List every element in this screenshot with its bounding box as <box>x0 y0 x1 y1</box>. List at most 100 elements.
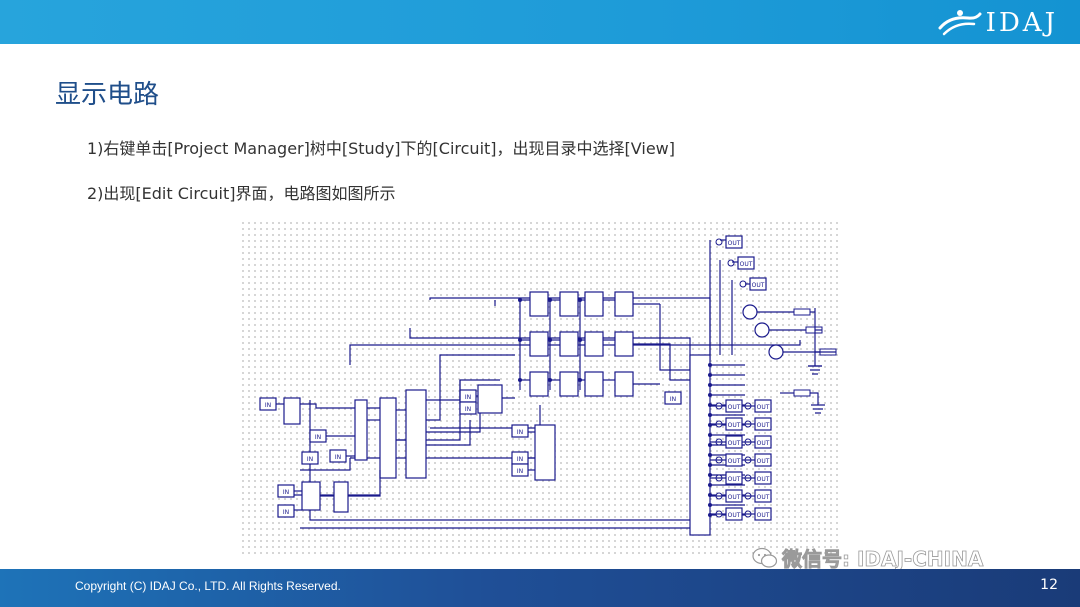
out-port-label: OUT <box>752 282 765 289</box>
circuit-node <box>708 483 712 487</box>
out-port-label: OUT <box>757 494 770 501</box>
current-source-icon <box>742 304 758 320</box>
circuit-diagram: IN IN IN IN IN IN IN IN IN IN IN IN OUT OUT OUT OUT OUT O… <box>240 220 840 556</box>
circuit-node <box>708 373 712 377</box>
current-source-icon <box>754 322 770 338</box>
in-port-label: IN <box>670 396 676 403</box>
in-port-label: IN <box>517 456 523 463</box>
circuit-wire <box>300 403 380 409</box>
in-port-label: IN <box>283 509 289 516</box>
out-port-box <box>725 235 743 249</box>
circuit-wire <box>810 392 819 405</box>
in-port-box <box>301 451 319 465</box>
circuit-node <box>708 503 712 507</box>
circuit-block <box>379 397 397 479</box>
resistor-icon <box>793 308 811 316</box>
out-port-label: OUT <box>728 476 741 483</box>
circuit-block <box>584 371 604 397</box>
out-port-label: OUT <box>757 404 770 411</box>
out-port-label: OUT <box>740 261 753 268</box>
in-port-label: IN <box>517 429 523 436</box>
circuit-block <box>301 481 321 511</box>
circuit-wire <box>300 458 351 471</box>
circuit-node <box>708 393 712 397</box>
circuit-node <box>708 363 712 367</box>
out-port-label: OUT <box>728 240 741 247</box>
idaj-swirl-logo-icon <box>938 10 982 36</box>
out-port-label: OUT <box>757 512 770 519</box>
in-port-box <box>277 504 295 518</box>
in-port-label: IN <box>335 454 341 461</box>
circuit-block <box>614 331 634 357</box>
circuit-node <box>708 473 712 477</box>
current-source-icon <box>768 344 784 360</box>
circuit-node <box>708 453 712 457</box>
circuit-block <box>559 331 579 357</box>
footer-bar: Copyright (C) IDAJ Co., LTD. All Rights … <box>0 569 1080 607</box>
out-port-label: OUT <box>757 476 770 483</box>
circuit-block <box>477 384 503 414</box>
circuit-block <box>529 371 549 397</box>
step-2-text: 2)出现[Edit Circuit]界面，电路图如图所示 <box>87 184 396 203</box>
circuit-node <box>708 383 712 387</box>
out-port-box <box>737 256 755 270</box>
out-port-label: OUT <box>728 422 741 429</box>
out-port-label: OUT <box>728 494 741 501</box>
circuit-block <box>689 354 711 536</box>
circuit-wire <box>348 470 381 497</box>
copyright-text: Copyright (C) IDAJ Co., LTD. All Rights … <box>75 579 341 593</box>
circuit-wire <box>426 420 471 446</box>
circuit-block <box>529 331 549 357</box>
logo: IDAJ <box>936 7 1058 39</box>
watermark: 微信号: IDAJ-CHINA <box>752 543 984 572</box>
in-port-box <box>511 424 529 438</box>
circuit-block <box>354 399 368 461</box>
circuit-svg: IN IN IN IN IN IN IN IN IN IN IN IN OUT OUT OUT OUT OUT O… <box>259 235 837 536</box>
out-port-terminal <box>727 259 735 267</box>
out-port-label: OUT <box>757 440 770 447</box>
circuit-block <box>559 371 579 397</box>
ground-symbol-icon <box>811 404 825 414</box>
circuit-block <box>614 291 634 317</box>
circuit-node <box>708 413 712 417</box>
circuit-node <box>708 443 712 447</box>
circuit-block <box>405 389 427 479</box>
logo-text: IDAJ <box>985 8 1058 38</box>
circuit-block <box>584 291 604 317</box>
page-title: 显示电路 <box>55 80 160 110</box>
in-port-label: IN <box>517 468 523 475</box>
circuit-block <box>614 371 634 397</box>
in-port-label: IN <box>465 406 471 413</box>
in-port-box <box>459 401 477 415</box>
in-port-label: IN <box>265 402 271 409</box>
circuit-node <box>708 463 712 467</box>
in-port-box <box>664 391 682 405</box>
out-port-label: OUT <box>757 458 770 465</box>
circuit-block <box>559 291 579 317</box>
out-port-label: OUT <box>728 404 741 411</box>
out-port-label: OUT <box>728 458 741 465</box>
circuit-node <box>708 433 712 437</box>
page-number: 12 <box>1040 577 1058 593</box>
ground-symbol-icon <box>808 365 822 375</box>
circuit-wire <box>660 343 690 381</box>
circuit-wire <box>659 304 690 371</box>
circuit-block <box>283 397 301 425</box>
circuit-block <box>534 424 556 481</box>
in-port-label: IN <box>307 456 313 463</box>
in-port-label: IN <box>315 434 321 441</box>
header-bar: IDAJ <box>0 0 1080 44</box>
circuit-block <box>333 481 349 513</box>
step-1-text: 1)右键单击[Project Manager]树中[Study]下的[Circu… <box>87 139 675 158</box>
watermark-text: 微信号: IDAJ-CHINA <box>782 547 984 572</box>
out-port-label: OUT <box>757 422 770 429</box>
circuit-block <box>584 331 604 357</box>
wechat-icon <box>752 547 778 568</box>
out-port-label: OUT <box>728 512 741 519</box>
in-port-label: IN <box>283 489 289 496</box>
circuit-wire <box>426 380 461 401</box>
in-port-label: IN <box>465 394 471 401</box>
circuit-block <box>529 291 549 317</box>
circuit-wire <box>426 354 515 421</box>
resistor-icon <box>793 389 811 397</box>
